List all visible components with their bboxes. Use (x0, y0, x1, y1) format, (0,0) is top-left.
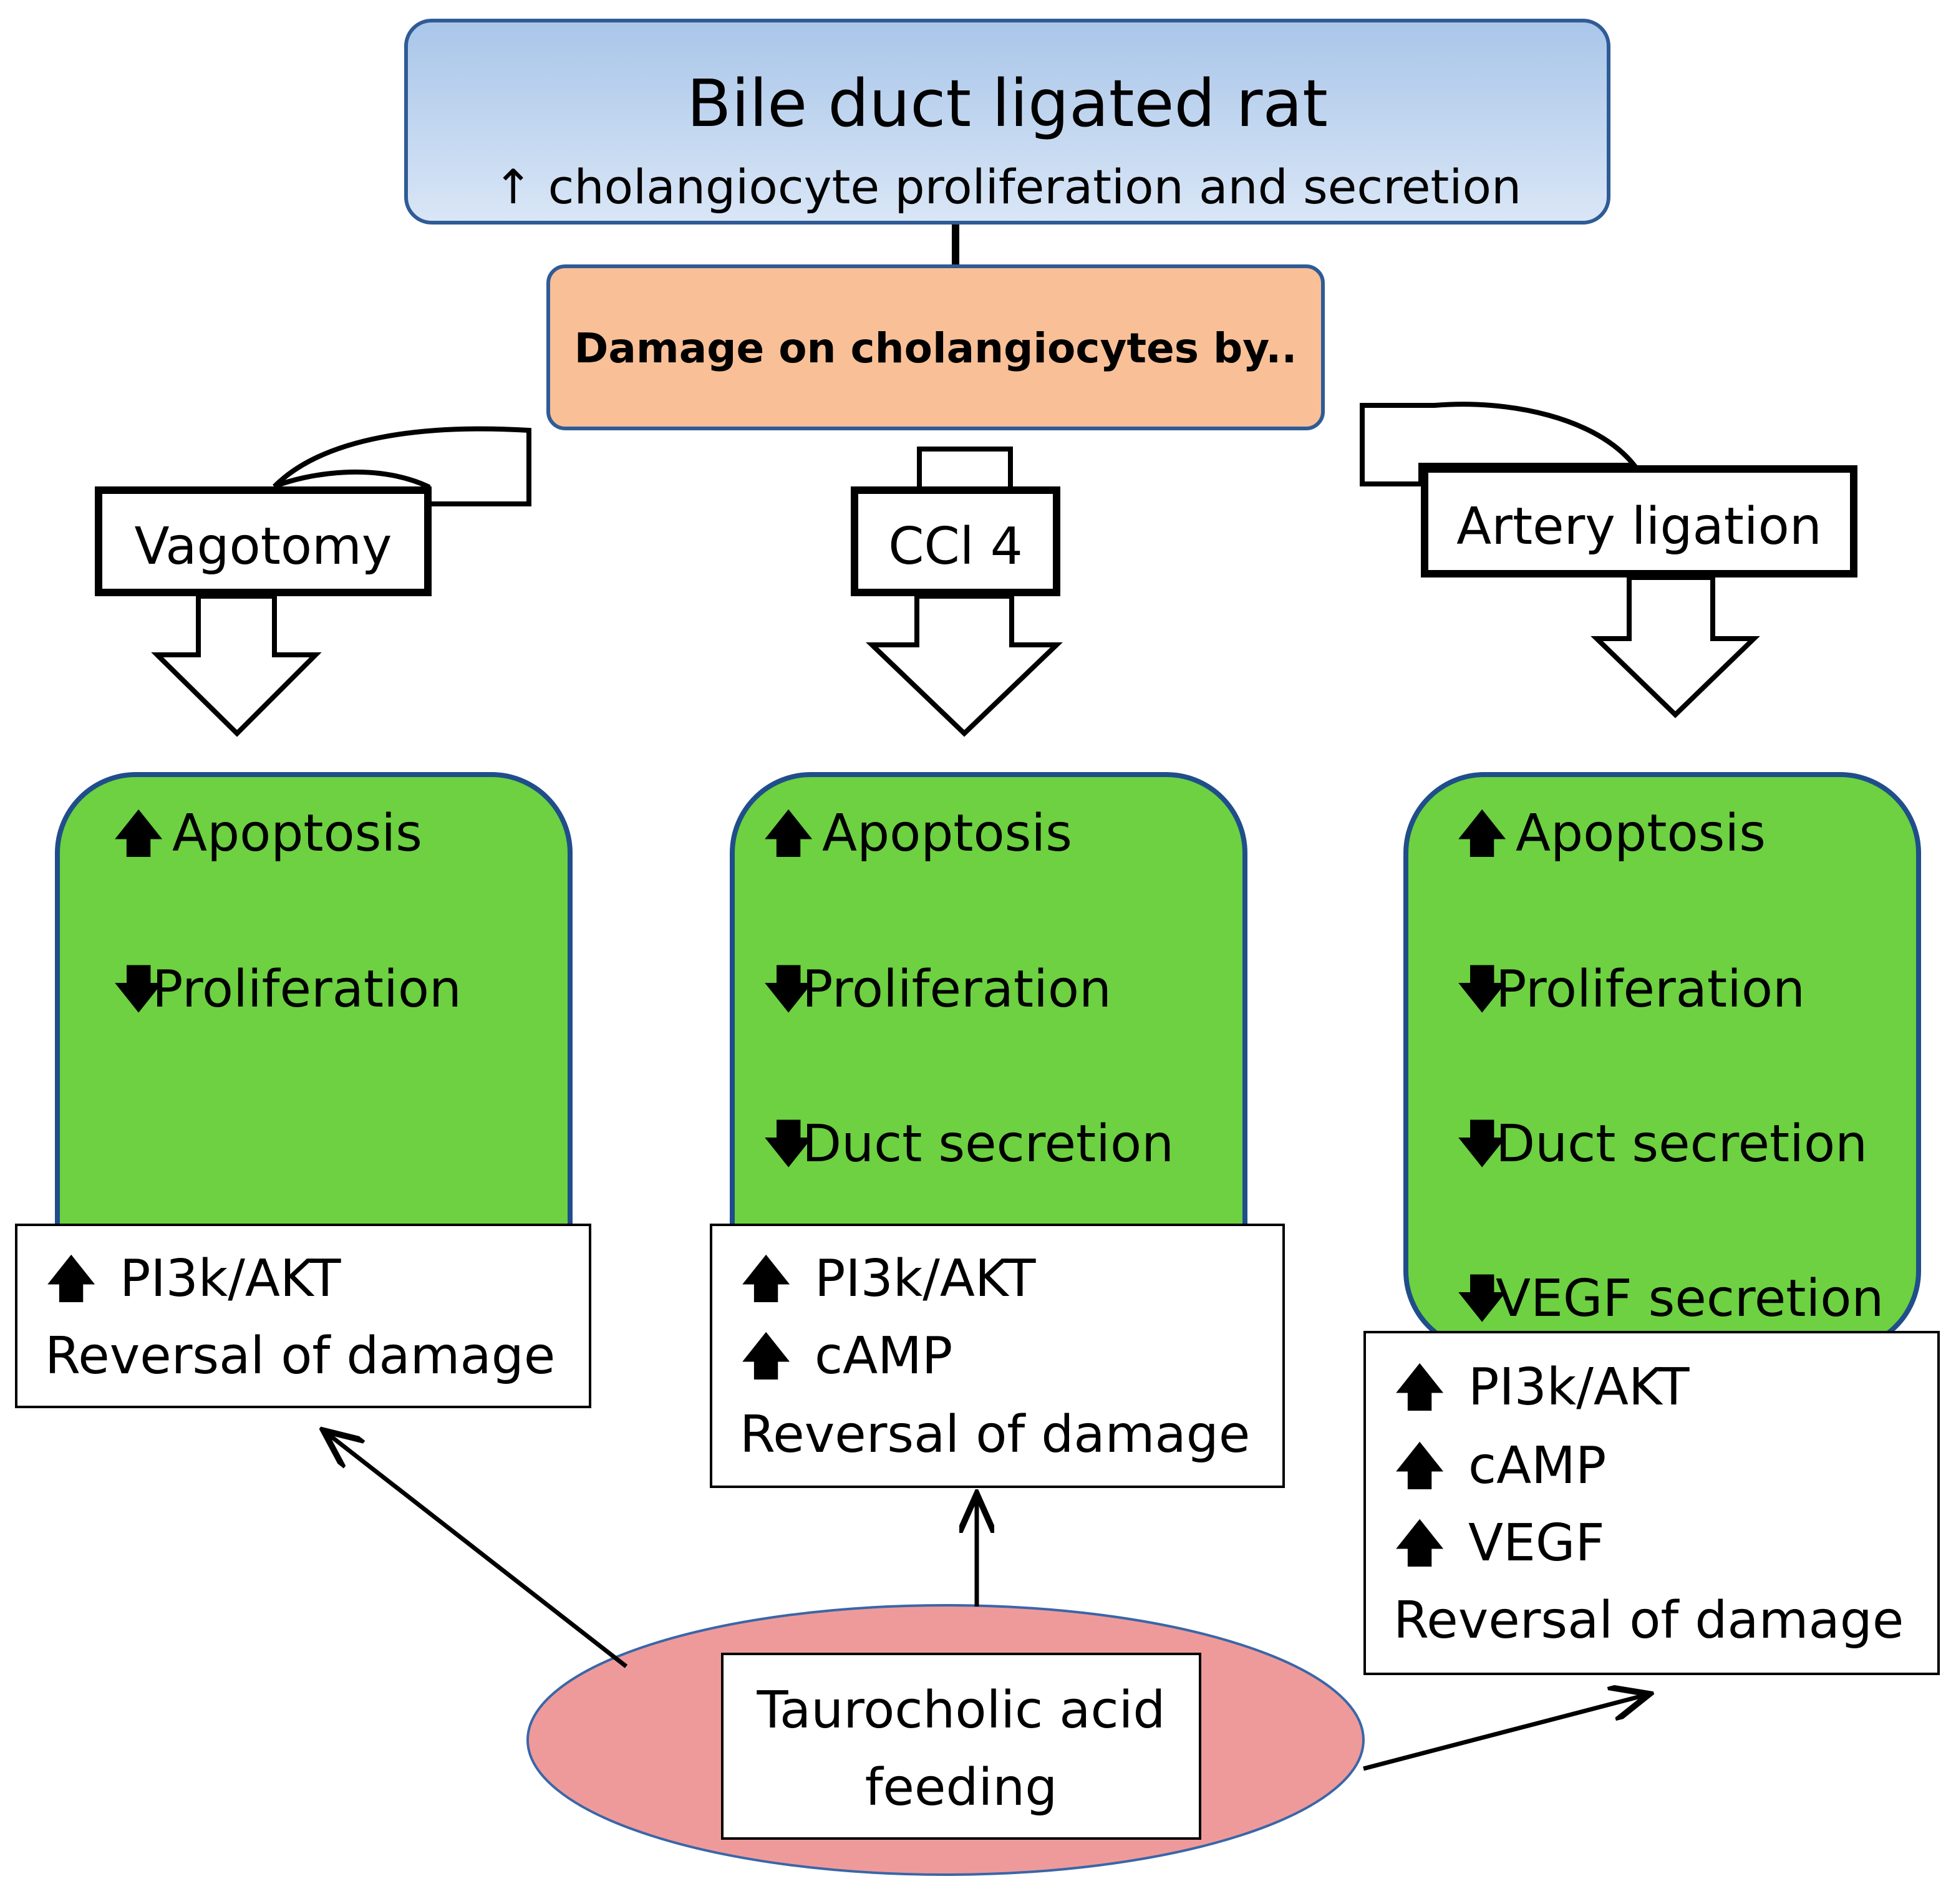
top-box-title: Bile duct ligated rat (687, 65, 1328, 142)
down-arrow-icon: 🡇 (762, 1114, 815, 1174)
outcome-label: Apoptosis (1516, 804, 1766, 863)
result-label: Reversal of damage (1393, 1591, 1904, 1650)
up-arrow-icon: 🡅 (740, 1249, 793, 1308)
result-label: VEGF (1468, 1514, 1605, 1573)
vagotomy-label: Vagotomy (134, 517, 392, 576)
down-arrow-icon: 🡇 (762, 960, 815, 1019)
artery-ligation-label: Artery ligation (1456, 497, 1822, 556)
arrow-to-result-3 (1363, 1695, 1645, 1771)
result-item: 🡅cAMP (740, 1331, 952, 1382)
outcome-item: 🡇VEGF secretion (1456, 1273, 1884, 1325)
down-arrow-icon: 🡇 (112, 960, 165, 1019)
vagotomy-box: Vagotomy (95, 486, 432, 596)
up-arrow-icon: 🡅 (1456, 804, 1509, 863)
result-item: 🡅VEGF (1393, 1518, 1605, 1569)
up-arrow-icon: 🡅 (1393, 1358, 1446, 1417)
down-arrow-icon: 🡇 (1456, 1269, 1509, 1328)
down-arrow-icon: 🡇 (1456, 1114, 1509, 1174)
ccl4-straight-arrow (866, 447, 1063, 737)
result-item: Reversal of damage (45, 1331, 555, 1382)
damage-box: Damage on cholangiocytes by.. (546, 264, 1325, 430)
outcome-item: 🡅Apoptosis (762, 808, 1072, 859)
artery-curved-arrow (1360, 402, 1760, 718)
arrow-to-result-1 (327, 1433, 628, 1668)
up-arrow-icon: 🡅 (1393, 1436, 1446, 1496)
artery-ligation-box: Artery ligation (1421, 465, 1857, 577)
outcome-item: 🡅Apoptosis (112, 808, 422, 859)
result-item: 🡅PI3k/AKT (1393, 1362, 1690, 1413)
taurocholic-line-1: Taurocholic acid (757, 1681, 1166, 1740)
result-item: Reversal of damage (1393, 1595, 1904, 1646)
outcome-label: Apoptosis (822, 804, 1072, 863)
outcome-box-artery: 🡅Apoptosis 🡇Proliferation 🡇Duct secretio… (1403, 772, 1921, 1352)
outcome-item: 🡇Proliferation (1456, 964, 1805, 1015)
outcome-item: 🡇Duct secretion (1456, 1119, 1867, 1170)
result-item: 🡅PI3k/AKT (740, 1254, 1036, 1305)
outcome-item: 🡇Proliferation (112, 964, 462, 1015)
up-arrow-icon: 🡅 (112, 804, 165, 863)
vagotomy-curved-arrow (151, 426, 531, 737)
taurocholic-acid-box: Taurocholic acid feeding (721, 1653, 1201, 1840)
outcome-item: 🡅Apoptosis (1456, 808, 1766, 859)
taurocholic-line-2: feeding (864, 1758, 1058, 1817)
outcome-label: Proliferation (802, 960, 1112, 1019)
outcome-label: Proliferation (152, 960, 462, 1019)
result-label: PI3k/AKT (815, 1249, 1036, 1308)
outcome-box-ccl4: 🡅Apoptosis 🡇Proliferation 🡇Duct secretio… (730, 772, 1247, 1296)
up-arrow-icon: 🡅 (45, 1249, 98, 1308)
result-label: Reversal of damage (740, 1405, 1251, 1464)
outcome-label: Duct secretion (802, 1114, 1174, 1174)
result-label: PI3k/AKT (1468, 1358, 1690, 1417)
damage-box-label: Damage on cholangiocytes by.. (574, 324, 1297, 372)
result-box-ccl4: 🡅PI3k/AKT 🡅cAMP Reversal of damage (710, 1224, 1285, 1488)
result-label: PI3k/AKT (120, 1249, 341, 1308)
ccl4-label: CCl 4 (888, 517, 1023, 576)
outcome-label: Apoptosis (172, 804, 422, 863)
result-box-artery: 🡅PI3k/AKT 🡅cAMP 🡅VEGF Reversal of damage (1363, 1331, 1940, 1675)
outcome-item: 🡇Proliferation (762, 964, 1111, 1015)
outcome-label: Proliferation (1496, 960, 1806, 1019)
result-label: cAMP (1468, 1436, 1607, 1496)
up-arrow-icon: 🡅 (740, 1327, 793, 1386)
up-arrow-icon: 🡅 (1393, 1514, 1446, 1573)
outcome-label: VEGF secretion (1496, 1269, 1884, 1328)
outcome-box-vagotomy: 🡅Apoptosis 🡇Proliferation (55, 772, 573, 1296)
ccl4-box: CCl 4 (851, 486, 1060, 596)
result-label: cAMP (815, 1327, 953, 1386)
outcome-item: 🡇Duct secretion (762, 1119, 1174, 1170)
down-arrow-icon: 🡇 (1456, 960, 1509, 1019)
result-label: Reversal of damage (45, 1327, 556, 1386)
top-box-subtitle: ↑ cholangiocyte proliferation and secret… (493, 159, 1522, 215)
result-box-vagotomy: 🡅PI3k/AKT Reversal of damage (15, 1224, 591, 1408)
outcome-label: Duct secretion (1496, 1114, 1868, 1174)
up-arrow-icon: 🡅 (762, 804, 815, 863)
result-item: Reversal of damage (740, 1409, 1250, 1461)
bile-duct-ligated-box: Bile duct ligated rat ↑ cholangiocyte pr… (404, 19, 1610, 225)
result-item: 🡅PI3k/AKT (45, 1254, 341, 1305)
result-item: 🡅cAMP (1393, 1441, 1606, 1492)
